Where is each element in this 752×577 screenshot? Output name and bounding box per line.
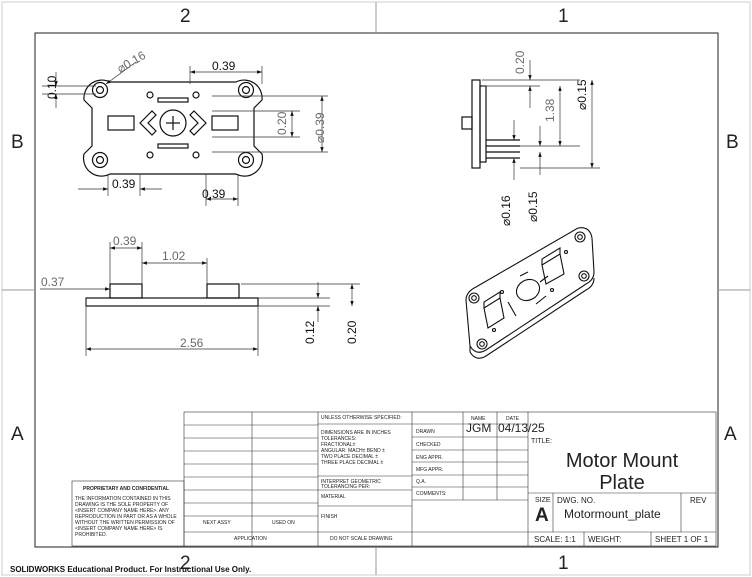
proprietary-line: PROHIBITED. [75,532,107,538]
dim-top-hole-dia: ⌀0.16 [115,48,149,76]
tb-size-label: SIZE [535,497,551,504]
proprietary-line: REPRODUCTION IN PART OR AS A WHOLE [75,514,177,520]
zone-label-right-a: A [724,424,737,445]
tb-rev-label: REV [690,496,707,505]
tb-drawn-date: 04/13/25 [498,421,545,435]
dim-front-039: 0.39 [113,234,137,248]
tb-title-label: TITLE: [531,438,553,445]
educational-footer: SOLIDWORKS Educational Product. For Inst… [10,565,252,574]
dim-front-102: 1.02 [162,249,186,263]
tb-interpret: INTERPRET GEOMETRIC [321,479,381,485]
dim-side-dia015-bottom: ⌀0.15 [526,191,540,222]
dim-front-020: 0.20 [345,320,359,344]
tb-scale: SCALE: 1:1 [534,535,576,544]
zone-label-left-a: A [11,424,24,445]
zone-label-left-b: B [11,132,24,153]
proprietary-line: THE INFORMATION CONTAINED IN THIS [75,496,171,502]
top-view [82,79,264,177]
title-block-grid [71,411,717,547]
tb-comments: COMMENTS: [416,491,447,497]
tb-fractional: FRACTIONAL± [321,442,356,448]
tb-tolerances: TOLERANCES: [321,436,357,442]
tb-tolerancing: TOLERANCING PER: [321,484,371,490]
proprietary-line: <INSERT COMPANY NAME HERE>. ANY [75,508,170,514]
tb-drawn-name: JGM [466,421,492,435]
dim-top-bottom-left-039: 0.39 [112,177,136,191]
tb-size-value: A [535,505,549,526]
tb-eng-appr: ENG APPR. [416,455,443,461]
proprietary-line: DRAWING IS THE SOLE PROPERTY OF [75,502,169,508]
tb-dims-in-inches: DIMENSIONS ARE IN INCHES [321,430,391,436]
tb-angular: ANGULAR: MACH± BEND ± [321,448,385,454]
tb-dwg-no-label: DWG. NO. [557,496,596,505]
tb-checked: CHECKED [416,442,441,448]
front-view-dimension-lines [40,242,360,356]
side-view-dimension-lines [482,60,600,180]
tb-used-on: USED ON [272,520,295,526]
dim-side-dia015-top: ⌀0.15 [575,79,589,110]
tb-title-line2: Plate [599,472,645,494]
tb-date-header: DATE [506,416,519,422]
dim-top-side-020: 0.20 [275,111,289,135]
zone-label-bottom-1: 1 [558,553,569,574]
zone-label-top-1: 1 [558,6,569,27]
dim-top-side-dia039: ⌀0.39 [313,112,327,143]
zone-label-top-2: 2 [180,6,191,27]
dim-front-256: 2.56 [180,336,204,350]
dim-side-top-020: 0.20 [513,50,527,74]
tb-qa: Q.A. [416,479,427,485]
isometric-view [465,227,595,359]
dim-side-dia016: ⌀0.16 [499,195,513,226]
dim-front-037: 0.37 [41,275,65,289]
tb-application: APPLICATION [234,536,267,542]
dim-top-bottom-right-039: 0.39 [202,187,226,201]
front-view [85,283,259,307]
tb-three-place: THREE PLACE DECIMAL ± [321,460,384,466]
dim-top-left-010: 0.10 [45,75,59,99]
tb-name-header: NAME [471,416,486,422]
tb-mfg-appr: MFG APPR. [416,467,444,473]
tb-sheet: SHEET 1 OF 1 [655,535,709,544]
dim-side-138: 1.38 [543,98,557,122]
zone-label-right-b: B [726,132,739,153]
tb-two-place: TWO PLACE DECIMAL ± [321,454,379,460]
zone-label-bottom-2: 2 [180,553,191,574]
tb-do-not-scale: DO NOT SCALE DRAWING [330,536,393,542]
tb-title-line1: Motor Mount [565,450,679,472]
tb-next-assy: NEXT ASSY [203,520,231,526]
proprietary-line: WITHOUT THE WRITTEN PERMISSION OF [75,520,175,526]
tb-unless-specified: UNLESS OTHERWISE SPECIFIED: [321,415,402,421]
top-view-dimension-lines [42,61,328,206]
tb-material: MATERIAL [321,494,346,500]
tb-dwg-no-value: Motormount_plate [564,507,661,521]
dim-front-012: 0.12 [303,320,317,344]
dim-top-width-039: 0.39 [212,59,236,73]
side-view [461,79,520,169]
proprietary-heading: PROPRIETARY AND CONFIDENTIAL [83,486,170,492]
proprietary-line: <INSERT COMPANY NAME HERE> IS [75,526,163,532]
tb-drawn: DRAWN [416,429,435,435]
tb-weight: WEIGHT: [588,535,622,544]
tb-finish: FINISH [321,514,338,520]
